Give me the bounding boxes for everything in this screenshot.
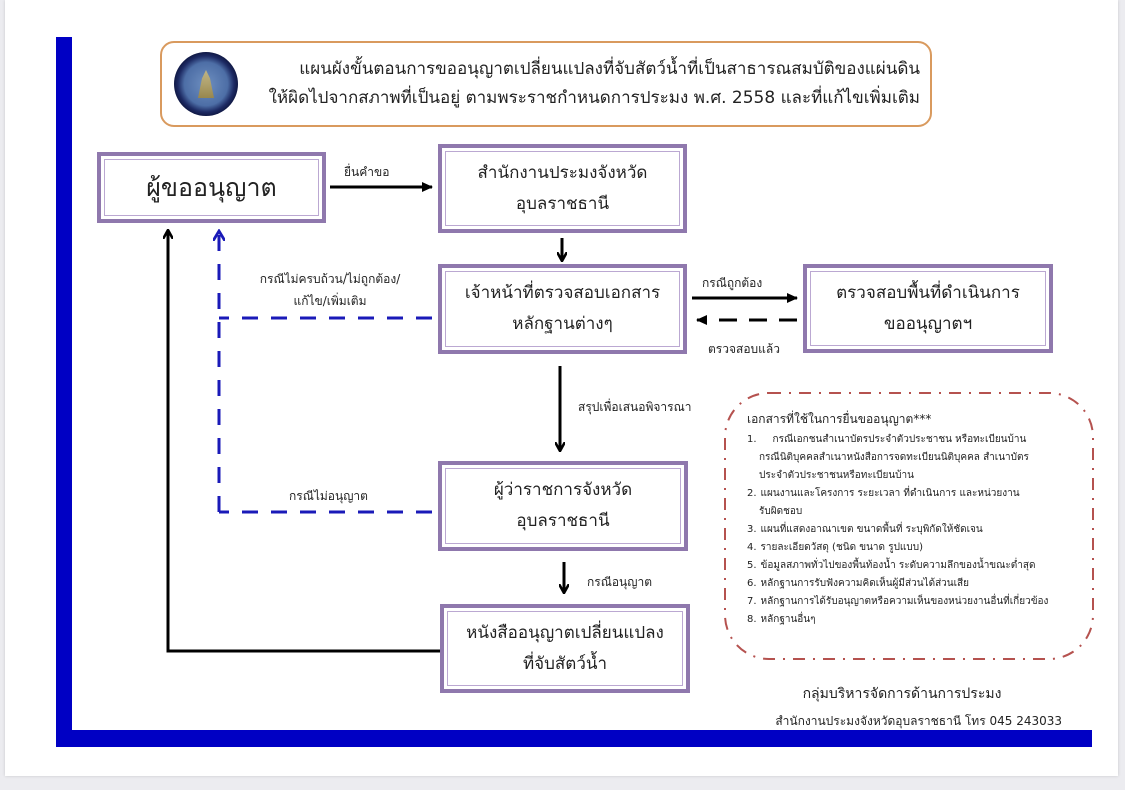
documents-item: 7.หลักฐานการได้รับอนุญาตหรือความเห็นของห… [747,593,1087,611]
label-not-approved: กรณีไม่อนุญาต [289,489,368,503]
footer-office-contact: สำนักงานประมงจังหวัดอุบลราชธานี โทร 045 … [775,714,1062,728]
frame-left-bar [56,37,72,747]
box-line: ตรวจสอบพื้นที่ดำเนินการ [836,282,1020,303]
label-incomplete: กรณีไม่ครบถ้วน/ไม่ถูกต้อง/ แก้ไข/เพิ่มเต… [240,268,420,312]
label-approved: กรณีอนุญาต [587,575,653,589]
documents-item-number: 7. [747,596,757,607]
documents-item-text: หลักฐานการรับฟังความคิดเห็นผู้มีส่วนได้ส… [760,578,970,589]
documents-item: 4.รายละเอียดวัสดุ (ชนิด ขนาด รูปแบบ) [747,539,1087,557]
box-line: ที่จับสัตว์น้ำ [522,653,608,674]
documents-item: 8.หลักฐานอื่นๆ [747,611,1087,629]
documents-item-continuation: ประจำตัวประชาชนหรือทะเบียนบ้าน [759,470,914,481]
documents-item-number: 6. [747,578,757,589]
label-inspected: ตรวจสอบแล้ว [708,342,780,356]
documents-item-text: หลักฐานการได้รับอนุญาตหรือความเห็นของหน่… [760,596,1049,607]
documents-item-text: ข้อมูลสภาพทั่วไปของพื้นท้องน้ำ ระดับความ… [760,560,1036,571]
box-line: เจ้าหน้าที่ตรวจสอบเอกสาร [464,283,661,303]
documents-item: 6.หลักฐานการรับฟังความคิดเห็นผู้มีส่วนได… [747,575,1087,593]
footer-division: กลุ่มบริหารจัดการด้านการประมง [802,686,1002,702]
documents-item-text: หลักฐานอื่นๆ [760,614,816,625]
documents-title: เอกสารที่ใช้ในการยื่นขออนุญาต*** [747,412,932,426]
documents-item-number: 4. [747,542,757,553]
documents-item-text: กรณีเอกชนสำเนาบัตรประจำตัวประชาชน หรือทะ… [772,434,1027,445]
documents-item-number: 8. [747,614,757,625]
documents-item: 5.ข้อมูลสภาพทั่วไปของพื้นท้องน้ำ ระดับคว… [747,557,1087,575]
documents-item: 3.แผนที่แสดงอาณาเขต ขนาดพื้นที่ ระบุพิกั… [747,521,1087,539]
box-line: หนังสืออนุญาตเปลี่ยนแปลง [466,622,664,643]
box-applicant-label: ผู้ขออนุญาต [146,173,277,202]
box-line: ผู้ว่าราชการจังหวัด [493,480,633,500]
documents-item: 2.แผนงานและโครงการ ระยะเวลา ที่ดำเนินการ… [747,485,1087,521]
title-box: แผนผังขั้นตอนการขออนุญาตเปลี่ยนแปลงที่จั… [160,41,932,127]
documents-item-continuation: กรณีนิติบุคคลสำเนาหนังสือการจดทะเบียนนิต… [759,452,1029,463]
documents-item-number: 3. [747,524,757,535]
documents-item-text: รายละเอียดวัสดุ (ชนิด ขนาด รูปแบบ) [760,542,923,553]
documents-list: เอกสารที่ใช้ในการยื่นขออนุญาต*** 1. กรณีเ… [747,410,1087,629]
title-line-1: แผนผังขั้นตอนการขออนุญาตเปลี่ยนแปลงที่จั… [299,59,920,79]
box-document-check: เจ้าหน้าที่ตรวจสอบเอกสาร หลักฐานต่างๆ [438,264,687,354]
box-line: ขออนุญาตฯ [883,313,973,334]
title-line-2: ให้ผิดไปจากสภาพที่เป็นอยู่ ตามพระราชกำหน… [268,88,920,108]
documents-item: 1. กรณีเอกชนสำเนาบัตรประจำตัวประชาชน หรือ… [747,431,1087,485]
label-summarize: สรุปเพื่อเสนอพิจารณา [578,400,692,414]
documents-border [724,392,1094,660]
label-line: แก้ไข/เพิ่มเติม [293,294,367,308]
box-line: หลักฐานต่างๆ [512,314,613,334]
documents-item-continuation: รับผิดชอบ [759,506,803,517]
documents-item-number: 2. [747,488,757,499]
label-line: กรณีไม่ครบถ้วน/ไม่ถูกต้อง/ [259,272,401,286]
box-line: อุบลราชธานี [515,193,610,214]
label-submit: ยื่นคำขอ [344,165,390,179]
box-line: อุบลราชธานี [516,511,610,531]
box-provincial-office: สำนักงานประมงจังหวัด อุบลราชธานี [438,144,687,233]
label-correct: กรณีถูกต้อง [702,276,763,290]
arrow-permit-to-applicant [168,232,440,653]
box-site-inspection: ตรวจสอบพื้นที่ดำเนินการ ขออนุญาตฯ [803,264,1053,353]
documents-item-number: 5. [747,560,757,571]
box-governor: ผู้ว่าราชการจังหวัด อุบลราชธานี [438,461,688,551]
box-line: สำนักงานประมงจังหวัด [477,162,648,183]
page-title: แผนผังขั้นตอนการขออนุญาตเปลี่ยนแปลงที่จั… [250,55,920,113]
documents-item-text: แผนที่แสดงอาณาเขต ขนาดพื้นที่ ระบุพิกัดใ… [760,524,983,535]
documents-item-text: แผนงานและโครงการ ระยะเวลา ที่ดำเนินการ แ… [760,488,1020,499]
documents-item-number: 1. [747,434,757,445]
department-of-fisheries-seal-icon [174,52,238,116]
box-applicant: ผู้ขออนุญาต [97,152,326,223]
frame-bottom-bar [56,730,1092,747]
box-permit: หนังสืออนุญาตเปลี่ยนแปลง ที่จับสัตว์น้ำ [440,604,690,693]
